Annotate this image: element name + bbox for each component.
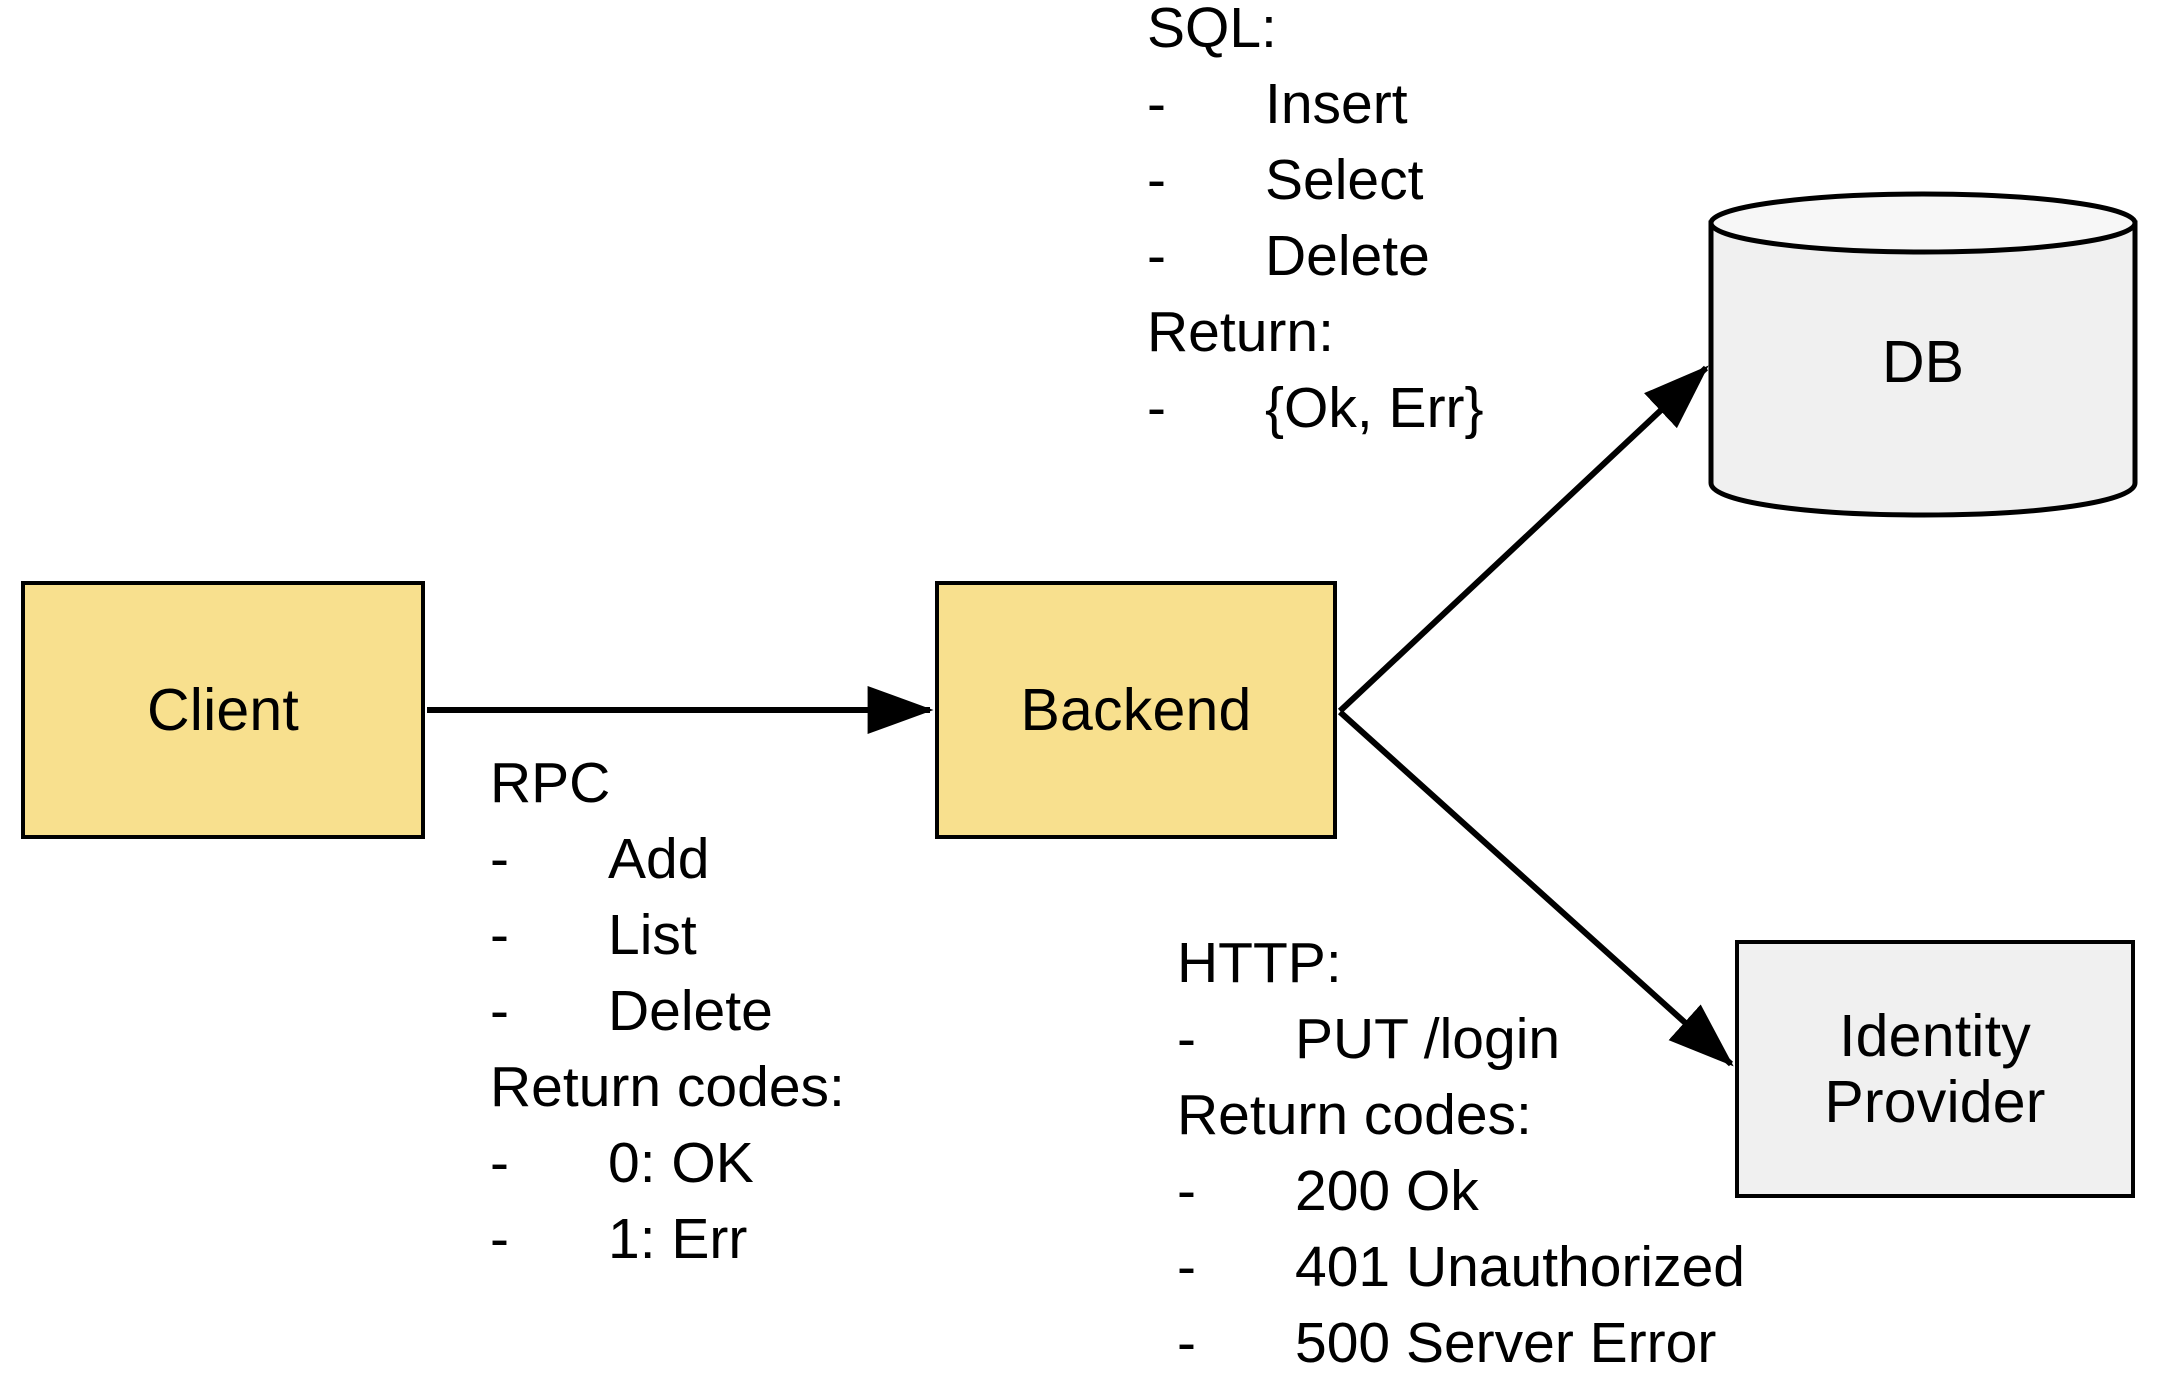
sql-operation-label: Insert xyxy=(1265,72,1408,136)
bullet-dash-icon: - xyxy=(1177,1007,1196,1071)
bullet-dash-icon: - xyxy=(1147,72,1166,136)
bullet-dash-icon: - xyxy=(1177,1311,1196,1375)
node-db-label: DB xyxy=(1882,329,1964,395)
sql-operation-label: Select xyxy=(1265,148,1424,212)
http-operation-label: PUT /login xyxy=(1295,1007,1561,1071)
rpc-return-code-item: - 1: Err xyxy=(490,1201,845,1277)
rpc-return-code-label: 0: OK xyxy=(608,1131,754,1195)
rpc-operation-item: - Delete xyxy=(490,973,845,1049)
sql-operation-item: - Insert xyxy=(1147,66,1484,142)
sql-operation-item: - Delete xyxy=(1147,218,1484,294)
annotation-sql: SQL: - Insert - Select - Delete Return: … xyxy=(1147,0,1484,446)
node-backend[interactable]: Backend xyxy=(935,581,1337,839)
bullet-dash-icon: - xyxy=(490,1131,509,1195)
http-return-code-item: - 500 Server Error xyxy=(1177,1305,1745,1381)
http-return-code-item: - 200 Ok xyxy=(1177,1153,1745,1229)
bullet-dash-icon: - xyxy=(490,1207,509,1271)
bullet-dash-icon: - xyxy=(1177,1235,1196,1299)
http-operation-item: - PUT /login xyxy=(1177,1001,1745,1077)
bullet-dash-icon: - xyxy=(490,979,509,1043)
annotation-rpc: RPC - Add - List - Delete Return codes: … xyxy=(490,745,845,1277)
sql-heading-protocol: SQL: xyxy=(1147,0,1277,60)
sql-return-label: {Ok, Err} xyxy=(1265,376,1484,440)
bullet-dash-icon: - xyxy=(1147,224,1166,288)
rpc-heading-protocol: RPC xyxy=(490,751,611,815)
rpc-operation-label: Delete xyxy=(608,979,773,1043)
rpc-operation-label: Add xyxy=(608,827,710,891)
annotation-http: HTTP: - PUT /login Return codes: - 200 O… xyxy=(1177,925,1745,1381)
node-identity-provider-label: Identity Provider xyxy=(1824,1002,2046,1135)
bullet-dash-icon: - xyxy=(490,903,509,967)
http-return-code-label: 401 Unauthorized xyxy=(1295,1235,1745,1299)
sql-operation-item: - Select xyxy=(1147,142,1484,218)
sql-operation-label: Delete xyxy=(1265,224,1430,288)
bullet-dash-icon: - xyxy=(1147,376,1166,440)
sql-return-item: - {Ok, Err} xyxy=(1147,370,1484,446)
sql-heading-return: Return: xyxy=(1147,300,1334,364)
node-client-label: Client xyxy=(146,676,300,743)
rpc-return-code-label: 1: Err xyxy=(608,1207,748,1271)
bullet-dash-icon: - xyxy=(490,827,509,891)
http-return-code-label: 200 Ok xyxy=(1295,1159,1479,1223)
rpc-operation-item: - Add xyxy=(490,821,845,897)
database-cylinder-icon xyxy=(1708,191,2138,518)
http-return-code-item: - 401 Unauthorized xyxy=(1177,1229,1745,1305)
rpc-heading-return-codes: Return codes: xyxy=(490,1055,845,1119)
http-heading-return-codes: Return codes: xyxy=(1177,1083,1532,1147)
bullet-dash-icon: - xyxy=(1147,148,1166,212)
rpc-operation-item: - List xyxy=(490,897,845,973)
rpc-operation-label: List xyxy=(608,903,697,967)
http-heading-protocol: HTTP: xyxy=(1177,931,1342,995)
rpc-return-code-item: - 0: OK xyxy=(490,1125,845,1201)
http-return-code-label: 500 Server Error xyxy=(1295,1311,1717,1375)
node-identity-provider[interactable]: Identity Provider xyxy=(1735,940,2135,1198)
node-client[interactable]: Client xyxy=(21,581,425,839)
node-db[interactable]: DB xyxy=(1706,188,2140,518)
bullet-dash-icon: - xyxy=(1177,1159,1196,1223)
node-backend-label: Backend xyxy=(1020,676,1252,743)
